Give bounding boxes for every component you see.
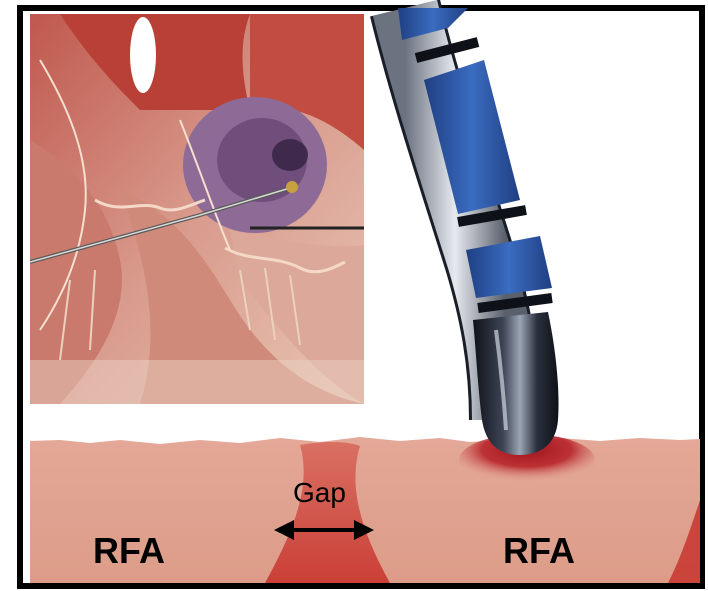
heart-anatomy-inset bbox=[0, 14, 364, 404]
rfa-label-right: RFA bbox=[503, 533, 575, 569]
rfa-label-left: RFA bbox=[93, 533, 165, 569]
ablation-catheter-icon bbox=[398, 8, 559, 455]
gap-label: Gap bbox=[293, 479, 346, 507]
